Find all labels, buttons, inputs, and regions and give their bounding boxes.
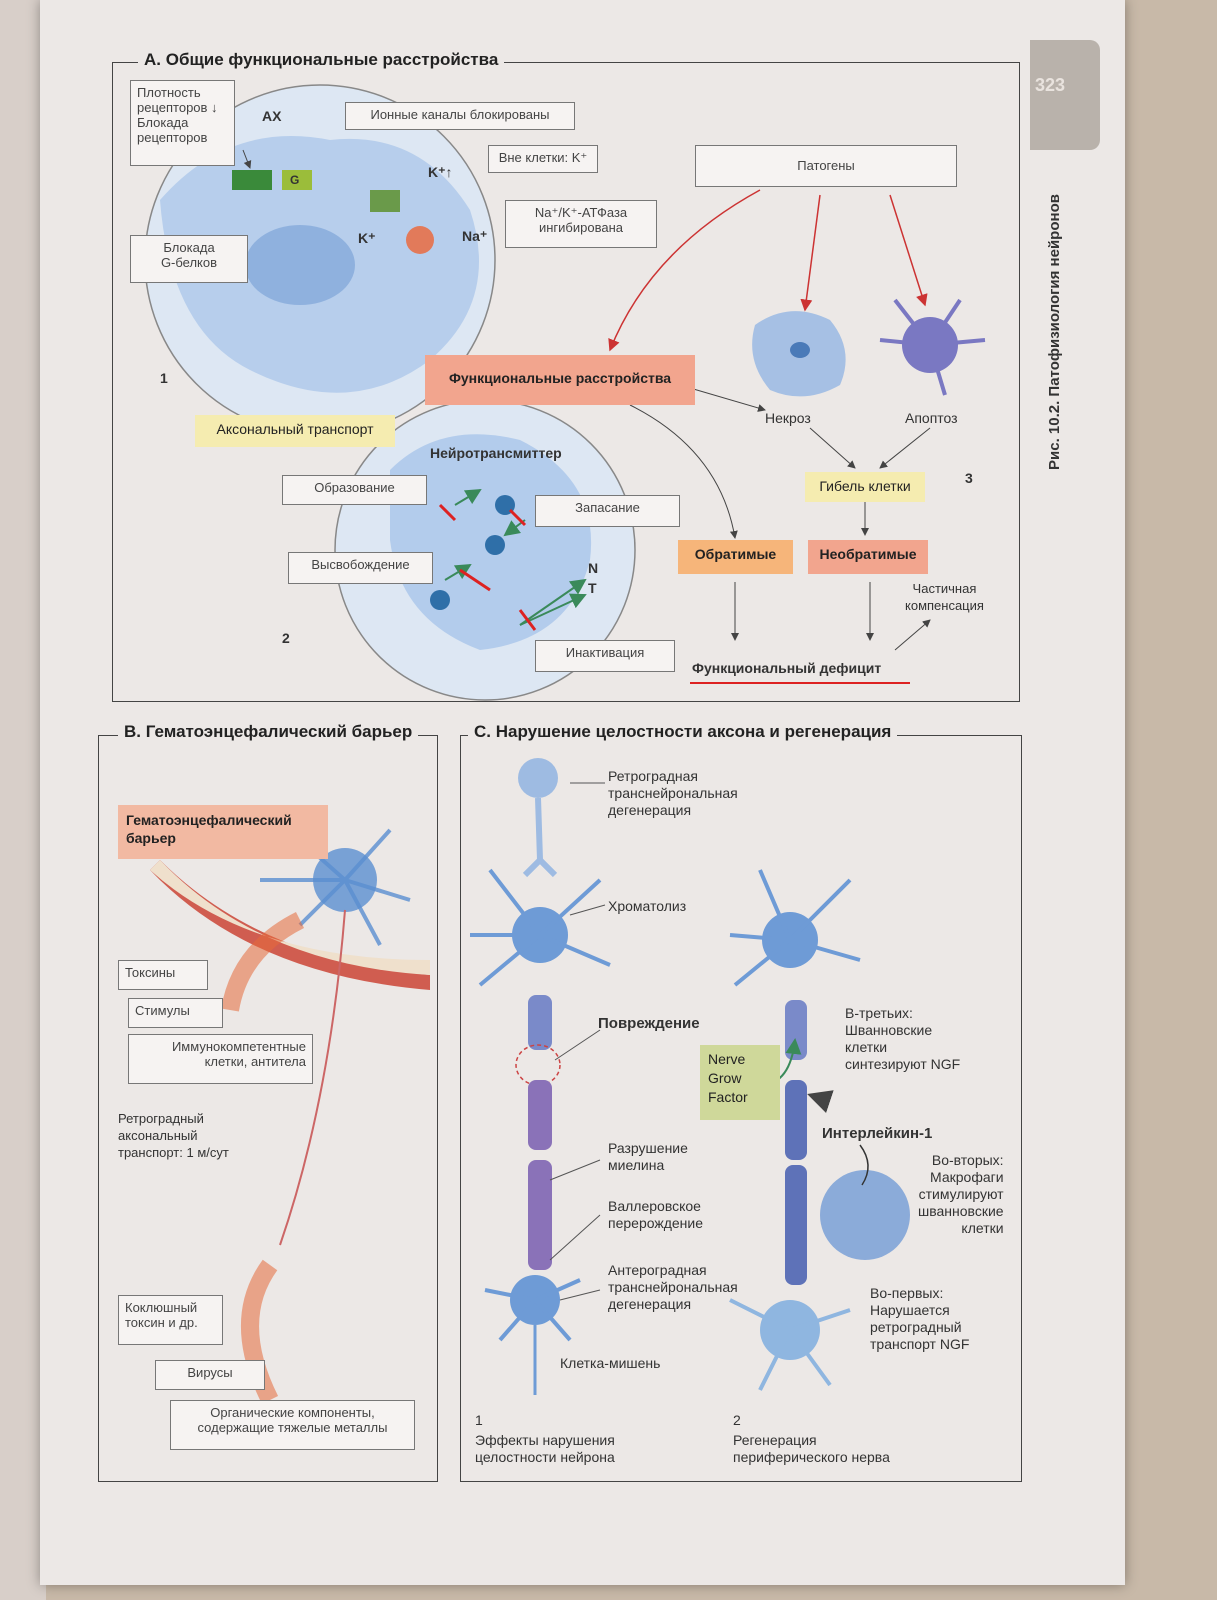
na-label: Na⁺ bbox=[462, 228, 488, 244]
target-cell-label: Клетка-мишень bbox=[560, 1355, 661, 1371]
interleukin-label: Интерлейкин-1 bbox=[822, 1125, 933, 1142]
functional-disorders-label: Функциональные расстройства bbox=[425, 355, 695, 405]
caption-2: Регенерация периферического нерва bbox=[733, 1432, 890, 1465]
atpase-pump-icon bbox=[406, 226, 434, 254]
irreversible-label: Необратимые bbox=[808, 540, 928, 574]
retrograde-degeneration-label: Ретроградная транснейрональная дегенерац… bbox=[608, 768, 738, 818]
inactivation-label: Инактивация bbox=[535, 640, 675, 672]
vesicle-icon bbox=[430, 590, 450, 610]
necrosis-label: Некроз bbox=[765, 410, 811, 426]
caption-1-number: 1 bbox=[475, 1412, 483, 1428]
receptor-icon bbox=[232, 170, 272, 190]
neurotransmitter-title: Нейротрансмиттер bbox=[430, 445, 562, 461]
myelin-segment bbox=[785, 1080, 807, 1160]
g-protein-block-label: Блокада G-белков bbox=[130, 235, 248, 283]
damage-site bbox=[515, 1044, 561, 1086]
macrophage-icon bbox=[820, 1170, 910, 1260]
panel-a-frame bbox=[112, 62, 1020, 702]
anterograde-degeneration-label: Антероградная транснейрональная дегенера… bbox=[608, 1262, 738, 1312]
panel-c-title: C. Нарушение целостности аксона и регене… bbox=[468, 722, 898, 742]
number-3: 3 bbox=[965, 470, 973, 486]
number-1: 1 bbox=[160, 370, 168, 386]
myelin-destruction-label: Разрушение миелина bbox=[608, 1140, 688, 1173]
formation-label: Образование bbox=[282, 475, 427, 505]
page-number: 323 bbox=[1035, 75, 1066, 95]
receptor-density-label: Плотность рецепторов ↓ Блокада рецепторо… bbox=[130, 80, 235, 166]
partial-compensation-label: Частичная компенсация bbox=[905, 581, 984, 613]
ion-channel-icon bbox=[370, 190, 400, 212]
ngf-box: Nerve Grow Factor bbox=[700, 1045, 780, 1120]
storage-label: Запасание bbox=[535, 495, 680, 527]
viruses-label: Вирусы bbox=[155, 1360, 265, 1390]
myelin-segment bbox=[528, 1080, 552, 1150]
chromatolysis-label: Хроматолиз bbox=[608, 898, 687, 914]
atpase-label: Na⁺/K⁺-АТФаза ингибирована bbox=[505, 200, 657, 248]
damage-label: Повреждение bbox=[598, 1015, 700, 1032]
left-page-edge bbox=[0, 0, 46, 1600]
release-label: Высвобождение bbox=[288, 552, 433, 584]
myelin-segment bbox=[528, 1160, 552, 1270]
second-step-label: Во-вторых: Макрофаги стимулируют шваннов… bbox=[918, 1152, 1004, 1236]
ax-label: AX bbox=[262, 108, 282, 124]
myelin-segment bbox=[785, 1165, 807, 1285]
ion-channels-label: Ионные каналы блокированы bbox=[345, 102, 575, 130]
caption-1: Эффекты нарушения целостности нейрона bbox=[475, 1432, 615, 1465]
g-protein-icon bbox=[282, 170, 312, 190]
k-up-label: K⁺↑ bbox=[428, 164, 453, 180]
pathogens-label: Патогены bbox=[695, 145, 957, 187]
cell-death-label: Гибель клетки bbox=[805, 472, 925, 502]
wallerian-label: Валлеровское перерождение bbox=[608, 1198, 704, 1231]
n-label: N bbox=[588, 560, 599, 576]
retrograde-transport-label: Ретроградный аксональный транспорт: 1 м/… bbox=[118, 1111, 229, 1160]
organic-label: Органические компоненты, содержащие тяже… bbox=[170, 1400, 415, 1450]
axonal-transport-label: Аксональный транспорт bbox=[195, 415, 395, 447]
immune-label: Иммунокомпетентные клетки, антитела bbox=[128, 1034, 313, 1084]
k-label: K⁺ bbox=[358, 230, 376, 246]
pertussis-label: Коклюшный токсин и др. bbox=[118, 1295, 223, 1345]
number-2: 2 bbox=[282, 630, 290, 646]
vesicle-icon bbox=[485, 535, 505, 555]
caption-2-number: 2 bbox=[733, 1412, 741, 1428]
t-label: T bbox=[588, 580, 597, 596]
bbb-label: Гематоэнцефалический барьер bbox=[118, 805, 328, 859]
first-step-label: Во-первых: Нарушается ретроградный транс… bbox=[870, 1285, 970, 1352]
myelin-segment bbox=[528, 995, 552, 1050]
neuron-icon bbox=[518, 758, 558, 798]
functional-deficit-label: Функциональный дефицит bbox=[692, 660, 882, 676]
third-step-label: В-третьих: Шванновские клетки синтезирую… bbox=[845, 1005, 961, 1072]
g-label: G bbox=[290, 173, 300, 187]
toxins-label: Токсины bbox=[118, 960, 208, 990]
panel-a-title: A. Общие функциональные расстройства bbox=[138, 50, 505, 70]
outside-k-label: Вне клетки: K⁺ bbox=[488, 145, 598, 173]
page-tab bbox=[1030, 40, 1100, 150]
nucleus-icon bbox=[245, 225, 355, 305]
stimuli-label: Стимулы bbox=[128, 998, 223, 1028]
reversible-label: Обратимые bbox=[678, 540, 793, 574]
apoptosis-label: Апоптоз bbox=[905, 410, 958, 426]
capillary-wall bbox=[150, 860, 430, 990]
panel-b-title: B. Гематоэнцефалический барьер bbox=[118, 722, 419, 742]
